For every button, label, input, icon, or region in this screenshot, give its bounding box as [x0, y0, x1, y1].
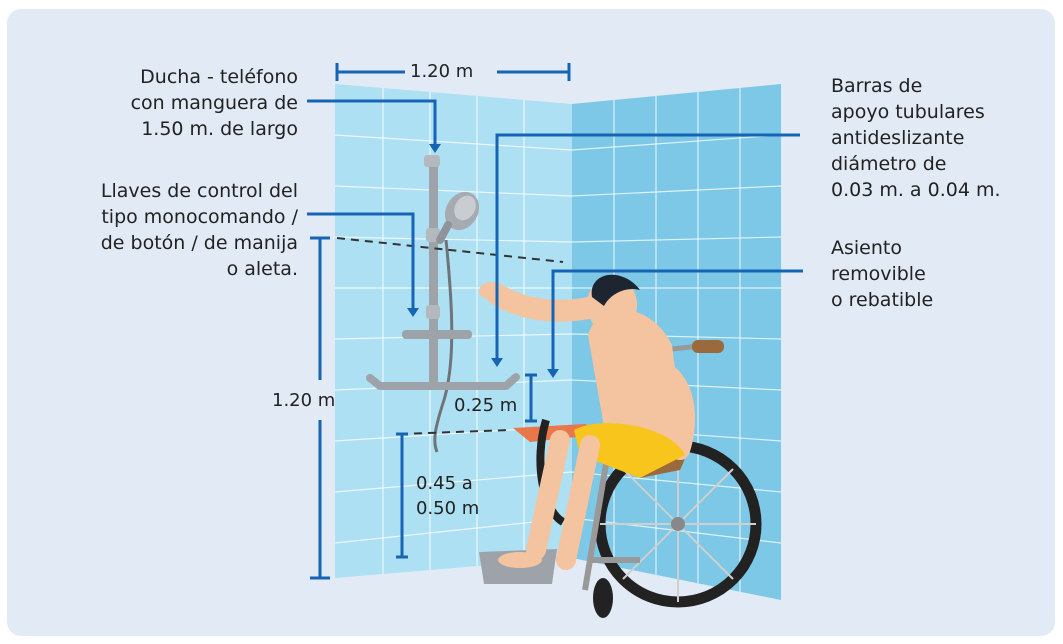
width-dimension-label: 1.20 m: [410, 61, 474, 82]
dimension-markers: [310, 63, 571, 580]
grab-bar-icon: [366, 373, 520, 390]
label-leaders: [307, 99, 803, 371]
seat-reference-line: [399, 429, 511, 435]
controls-label: Llaves de control del tipo monocomando /…: [100, 180, 298, 280]
person-icon: [479, 274, 696, 570]
shower-head-icon: [402, 155, 480, 453]
leader-arrowheads: [407, 144, 559, 378]
height-reference-line: [336, 237, 564, 263]
bars-label: Barras de apoyo tubulares antideslizante…: [831, 75, 1001, 201]
shower-label: Ducha - teléfono con manguera de 1.50 m.…: [130, 66, 298, 140]
seat-height-dimension-label: 0.45 a 0.50 m: [416, 473, 480, 519]
seat-label: Asiento removible o rebatible: [831, 237, 934, 311]
bar-gap-dimension-label: 0.25 m: [454, 395, 518, 416]
height-dimension-label: 1.20 m: [272, 390, 336, 411]
